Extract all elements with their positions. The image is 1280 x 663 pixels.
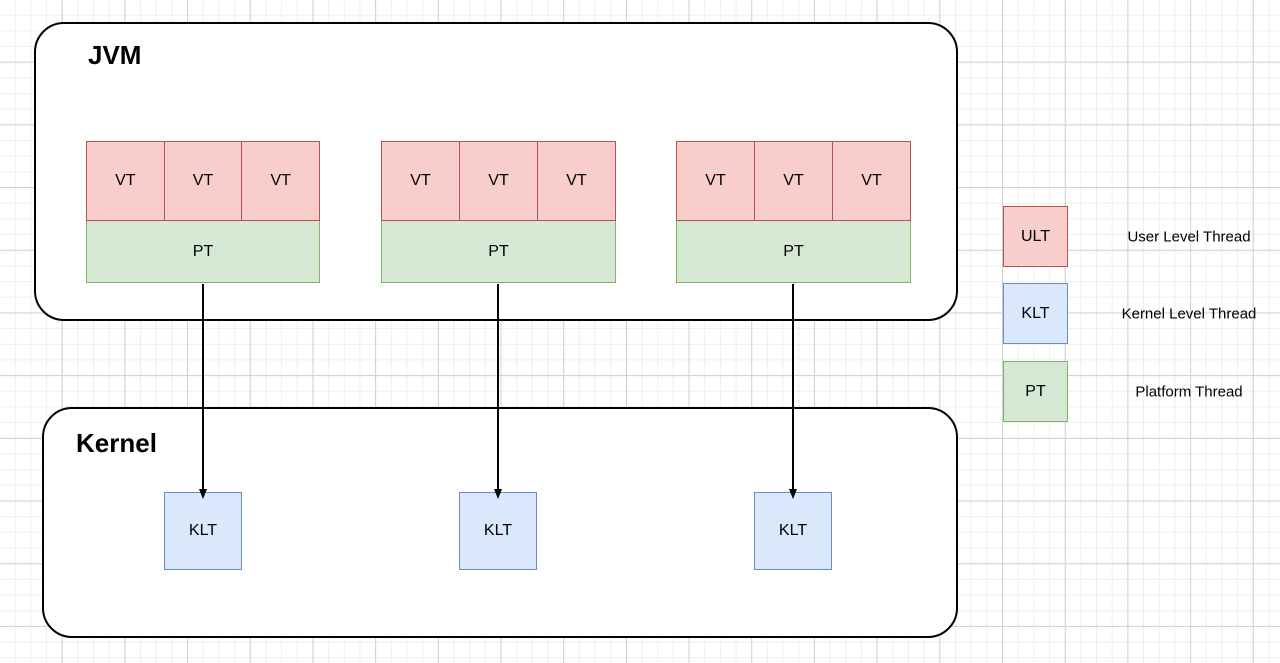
kernel-thread-box: KLT	[754, 492, 832, 570]
virtual-thread-cell: VT	[832, 141, 911, 221]
virtual-thread-cell: VT	[676, 141, 755, 221]
kernel-thread-box: KLT	[164, 492, 242, 570]
legend-label-klt: Kernel Level Thread	[1121, 305, 1257, 323]
platform-thread-cell: PT	[86, 220, 320, 283]
platform-thread-cell: PT	[676, 220, 911, 283]
legend-swatch-pt: PT	[1003, 361, 1068, 422]
platform-thread-cell: PT	[381, 220, 616, 283]
legend-swatch-klt: KLT	[1003, 283, 1068, 344]
virtual-thread-cell: VT	[381, 141, 460, 221]
virtual-thread-cell: VT	[459, 141, 538, 221]
kernel-thread-box: KLT	[459, 492, 537, 570]
legend-swatch-ult: ULT	[1003, 206, 1068, 267]
jvm-title: JVM	[88, 40, 142, 70]
legend-label-pt: Platform Thread	[1135, 383, 1243, 401]
virtual-thread-cell: VT	[241, 141, 321, 221]
virtual-thread-cell: VT	[86, 141, 165, 221]
virtual-thread-cell: VT	[163, 141, 243, 221]
legend-label-ult: User Level Thread	[1127, 228, 1251, 246]
kernel-title: Kernel	[76, 428, 157, 458]
virtual-thread-cell: VT	[537, 141, 616, 221]
virtual-thread-cell: VT	[754, 141, 833, 221]
